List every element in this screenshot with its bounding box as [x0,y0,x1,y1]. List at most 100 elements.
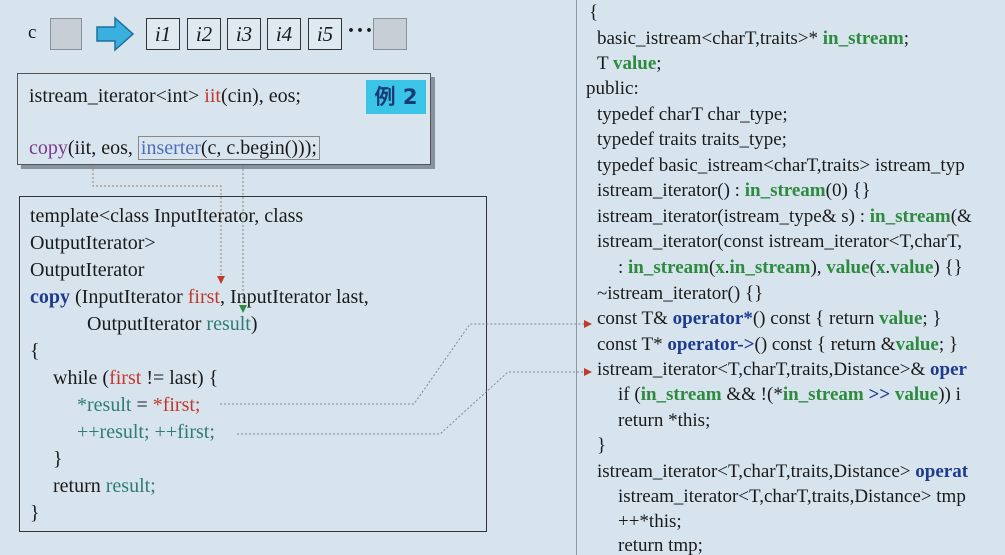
code-line: { [30,340,40,362]
code-text: in_stream [869,206,951,227]
code-line: OutputIterator result) [87,313,258,336]
sequence-cell: i3 [227,18,261,50]
sequence-cell: i5 [308,18,342,50]
copy-args: (iit, eos, [67,137,138,159]
code-text: )) i [938,384,961,405]
code-line: typedef traits traits_type; [597,129,787,150]
code-text: ) [250,313,258,335]
code-text: if ( [618,384,641,405]
code-text: , InputIterator last, [219,286,369,308]
code-line: ++*this; [618,511,682,532]
code-line: { [589,2,599,23]
inserter-call: inserter [140,137,201,159]
result-ref: result [87,394,132,416]
example-line-1: istream_iterator<int> iit(cin), eos; [29,85,301,108]
example-box: istream_iterator<int> iit(cin), eos; 例 2… [17,73,431,165]
code-line: return tmp; [618,535,703,555]
code-text: value [890,257,934,278]
code-line: istream_iterator<T,charT,traits,Distance… [597,359,967,381]
code-text: in_stream [640,384,722,405]
code-line: public: [586,78,639,99]
code-text: T [597,53,614,74]
code-line: ++result; ++first; [77,421,215,444]
copy-keyword: copy [30,286,70,308]
code-text: (0) {} [825,180,871,201]
code-text: value [894,384,939,405]
container-square-left [50,18,82,50]
code-text: . [724,257,730,278]
code-line: } [53,448,63,470]
code-text: value [613,53,657,74]
code-text: istream_iterator(istream_type& s) : [597,206,870,227]
code-line: OutputIterator [30,259,145,281]
code-line: ~istream_iterator() {} [597,283,764,304]
code-line: OutputIterator> [30,232,156,254]
code-text: ++result; ++first; [77,421,215,443]
code-text: return [53,475,106,497]
first-ref: first [109,367,142,389]
iit-text: iit [204,85,221,107]
code-text: const T& [597,308,673,329]
code-text: operat [915,461,969,482]
code-line: istream_iterator<T,charT,traits,Distance… [618,486,966,507]
code-text: ) {} [933,257,963,278]
container-square-right [373,18,407,50]
code-text: && !(* [721,384,783,405]
code-text: x [715,257,725,278]
code-text: ; [656,53,662,74]
code-text: while ( [53,367,110,389]
code-line: istream_iterator(const istream_iterator<… [597,231,963,252]
code-text: ( [869,257,876,278]
code-text: OutputIterator [87,313,207,335]
code-line: return result; [53,475,156,498]
code-text: istream_iterator() : [597,180,745,201]
code-text: ), [810,257,827,278]
code-line: istream_iterator<T,charT,traits,Distance… [597,461,968,483]
code-text: = [131,394,153,416]
code-text: ; [903,28,909,49]
code-text: in_stream [822,28,904,49]
code-text: ; } [922,308,942,329]
right-arrow-icon [96,16,135,52]
container-label: c [28,22,37,43]
code-text: * [77,394,87,416]
code-text: in_stream [628,257,709,278]
code-text: != last) { [141,367,219,389]
code-line: typedef basic_istream<charT,traits> istr… [597,155,965,176]
code-text: value [879,308,923,329]
sequence-cell: i1 [146,18,180,50]
code-line: } [597,435,607,456]
inserter-highlight: inserter(c, c.begin())); [137,136,320,160]
code-text: value [826,257,870,278]
code-text: istream_iterator<T,charT,traits,Distance… [597,359,931,380]
result-param: result [206,313,251,335]
example-line-2: copy(iit, eos, inserter(c, c.begin())); [29,136,320,160]
code-text: >> [863,384,895,405]
code-text: ; } [938,334,958,355]
code-text: const T* [597,334,668,355]
code-line: *result = *first; [77,394,201,417]
sequence-cell: i2 [187,18,221,50]
code-line: template<class InputIterator, class [30,205,304,227]
code-text: in_stream [744,180,826,201]
code-text: (& [950,206,972,227]
code-line: const T* operator->() const { return &va… [597,334,958,356]
type-text: istream_iterator<int> [29,85,205,107]
example-badge: 例 2 [366,80,426,114]
code-text: operator* [672,308,753,329]
inserter-args: (c, c.begin())); [200,137,317,159]
code-line: return *this; [618,410,711,431]
code-line: T value; [597,53,662,75]
code-text: in_stream [729,257,811,278]
code-text: istream_iterator<T,charT,traits,Distance… [597,461,916,482]
copy-template-box: template<class InputIterator, class Outp… [19,196,487,532]
code-text: (InputIterator [70,286,188,308]
code-line: : in_stream(x.in_stream), value(x.value)… [618,257,963,279]
code-line: if (in_stream && !(*in_stream >> value))… [618,384,961,406]
code-text: . [885,257,891,278]
code-text: operator-> [667,334,755,355]
code-text: x [875,257,886,278]
code-text: oper [930,359,967,380]
code-line: copy (InputIterator first, InputIterator… [30,286,369,309]
